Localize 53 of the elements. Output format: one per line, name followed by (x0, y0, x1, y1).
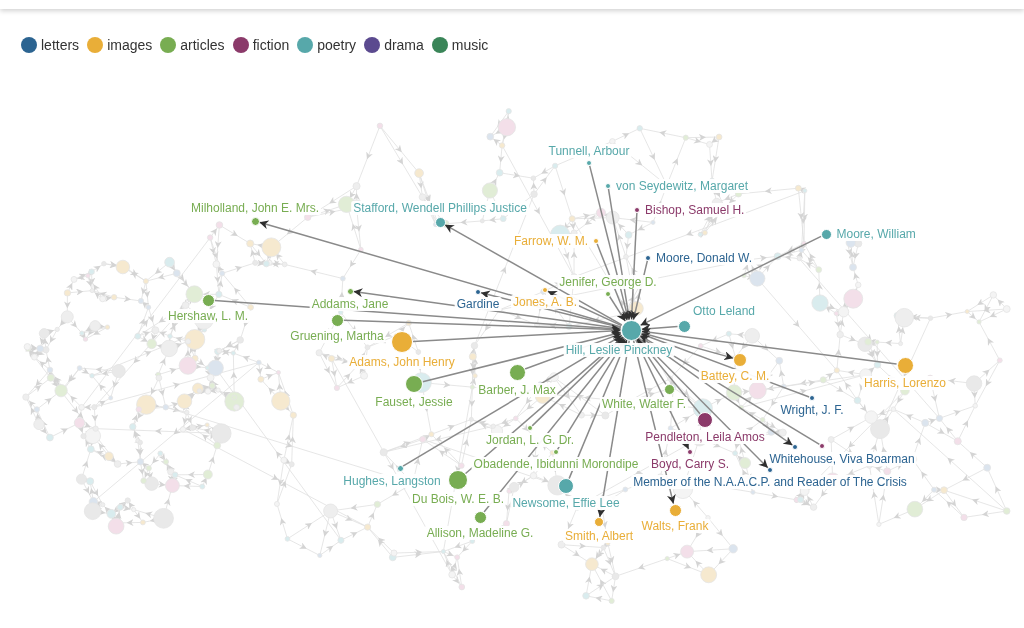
node-label: Allison, Madeline G. (424, 525, 536, 540)
node-label: Hershaw, L. M. (166, 308, 250, 323)
node-label: Jordan, L. G. Dr. (484, 433, 576, 447)
node-label: Addams, Jane (309, 296, 391, 311)
arrow (412, 326, 622, 343)
legend-label: articles (180, 36, 225, 54)
arrow (422, 330, 622, 383)
node-label: Hughes, Langston (341, 473, 443, 488)
node-label: Walts, Frank (639, 518, 711, 533)
legend-label: music (451, 36, 489, 54)
node-label: Battey, C. M. (698, 369, 772, 383)
node-label: Adams, John Henry (347, 355, 457, 369)
arrow (342, 319, 622, 334)
node-label: Moore, Donald W. (654, 251, 755, 265)
node-label: Moore, William (834, 227, 918, 241)
arrow (258, 220, 622, 328)
node-label: Barber, J. Max (476, 382, 558, 397)
node-label: Gardine (454, 297, 502, 311)
node-label: Boyd, Carry S. (649, 457, 731, 471)
node-label: Du Bois, W. E. B. (410, 492, 506, 506)
arrow (608, 295, 627, 322)
node-label: Hill, Leslie Pinckney (563, 342, 675, 357)
node-label: White, Walter F. (599, 396, 689, 411)
arrow (444, 223, 623, 326)
node-label: Gruening, Martha (288, 328, 386, 343)
node-label: von Seydewitz, Margaret (614, 179, 751, 193)
arrow (640, 328, 898, 365)
node-label: Farrow, W. M. (512, 234, 590, 248)
node-label: Harris, Lorenzo (862, 375, 948, 390)
arrow (589, 165, 631, 321)
node-label: Wright, J. F. (778, 403, 846, 417)
legend-label: fiction (252, 36, 290, 54)
arrow (640, 332, 734, 361)
node-label: Pendleton, Leila Amos (643, 430, 767, 444)
arrow (596, 243, 629, 321)
legend-label: drama (384, 36, 424, 54)
node-label: Whitehouse, Viva Boarman (767, 452, 917, 466)
legend-label: images (107, 36, 153, 54)
legend-label: poetry (317, 36, 357, 54)
arrow (640, 324, 679, 333)
node-label: Tunnell, Arbour (546, 144, 632, 158)
node-label: Bishop, Samuel H. (643, 203, 747, 217)
node-label: Smith, Albert (563, 529, 635, 543)
node-label: Otto Leland (691, 303, 757, 318)
arrow (607, 188, 633, 321)
legend-label: letters (41, 36, 80, 54)
node-label: Jenifer, George D. (557, 275, 659, 289)
node-label: Jones, A. B. (511, 295, 579, 309)
node-label: Stafford, Wendell Phillips Justice (351, 200, 529, 215)
node-label: Newsome, Effie Lee (510, 496, 622, 510)
node-label: Member of the N.A.A.C.P. and Reader of The Crisis (631, 475, 909, 489)
node-label: Obadende, Ibidunni Morondipe (471, 457, 641, 471)
node-label: Fauset, Jessie (373, 395, 455, 409)
